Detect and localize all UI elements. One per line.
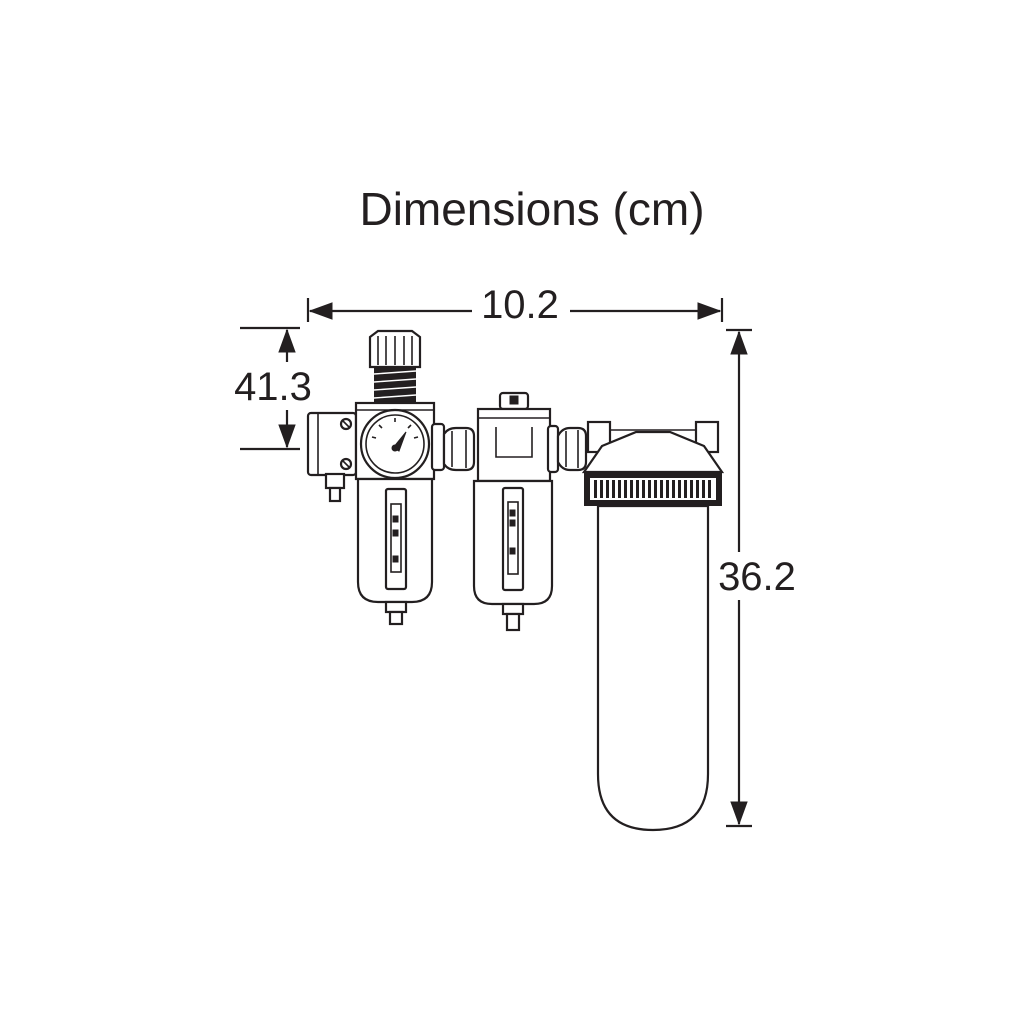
lubricator-port [546,424,560,474]
regulator-thread-lines [373,370,417,399]
connector-fitting [442,426,476,472]
gauge-pivot [391,444,399,452]
bowl-sight-glass [390,503,402,573]
collar-rib [684,480,687,498]
width-arrow-left-icon [308,302,333,320]
collar-rib [702,480,705,498]
small-height-arrow-down-icon [278,424,296,449]
collar-rib [630,480,633,498]
gauge-tick [407,424,412,429]
lubricator-drain-valve [505,612,521,632]
housing-collar-ribs [594,480,711,498]
sight-mark [509,547,516,555]
tall-height-dimension: 36.2 [718,328,796,828]
lubricator-sight-glass [507,501,519,575]
thread-line [373,386,417,391]
sight-mark [509,509,516,517]
collar-rib [672,480,675,498]
collar-rib [636,480,639,498]
bracket-screw-bottom-slot [342,460,350,468]
housing-bowl [596,504,710,832]
tall-height-arrow-up-icon [730,330,748,355]
collar-rib [624,480,627,498]
collar-rib [666,480,669,498]
tall-height-label: 36.2 [718,555,796,599]
gauge-tick [371,436,377,439]
small-height-dimension: 41.3 [234,326,312,451]
sight-mark [392,515,399,523]
lubricator-cap-screw [509,395,519,405]
drain-nut [384,600,408,614]
collar-rib [696,480,699,498]
regulator-port [430,422,446,472]
tall-height-arrow-down-icon [730,801,748,826]
width-label: 10.2 [481,283,559,327]
connector-1 [442,426,476,472]
small-height-arrow-up-icon [278,328,296,353]
collar-rib [642,480,645,498]
lubricator-sight-dome [495,427,533,458]
collar-rib [618,480,621,498]
collar-rib [654,480,657,498]
bracket-screw-top-slot [342,420,350,428]
gauge-tick [378,424,383,429]
regulator-knob-ribs [377,336,413,365]
thread-line [373,370,417,375]
sight-mark [392,529,399,537]
collar-rib [606,480,609,498]
bracket-knob-stem [328,486,342,503]
thread-line [373,378,417,383]
sight-mark [392,555,399,563]
lubricator-drain-nut [501,602,525,616]
gauge-face [365,414,425,474]
small-height-label: 41.3 [234,365,312,409]
connector-fitting [556,426,588,472]
collar-rib [690,480,693,498]
sight-mark [509,519,516,527]
collar-rib [600,480,603,498]
collar-rib [660,480,663,498]
page-title: Dimensions (cm) [359,183,704,235]
lubricator-illustration [472,391,560,632]
collar-rib [594,480,597,498]
connector-2 [556,426,588,472]
collar-rib [648,480,651,498]
width-dimension: 10.2 [306,283,724,327]
gauge-tick [413,436,419,439]
collar-rib [678,480,681,498]
lubricator-body [476,407,552,483]
gauge-ticks [371,418,419,439]
bracket-knob [324,472,346,490]
collar-rib [708,480,711,498]
collar-rib [612,480,615,498]
large-filter-housing-illustration [581,420,725,832]
thread-line [373,394,417,399]
drain-valve [388,610,404,626]
width-arrow-right-icon [697,302,722,320]
filter-regulator-illustration [306,329,446,626]
